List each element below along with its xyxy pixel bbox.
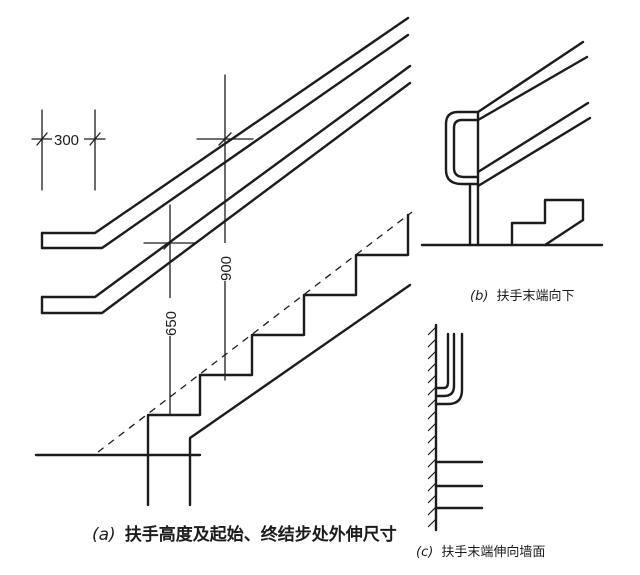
stair-soffit (188, 283, 412, 457)
caption-b-text: 扶手末端向下 (497, 288, 575, 304)
stair-steps (146, 213, 410, 457)
dim-300: 300 (31, 109, 106, 191)
upper-handrail (40, 16, 410, 250)
wall-hatching (427, 326, 437, 528)
nosing-line (97, 211, 413, 453)
dim-650: 650 (143, 204, 197, 416)
dim-300-label: 300 (54, 132, 79, 149)
caption-c-mark: (c) (416, 545, 433, 560)
caption-c: (c) 扶手末端伸向墙面 (416, 541, 545, 560)
caption-b-mark: (b) (470, 289, 488, 304)
dim-900-label: 900 (218, 256, 235, 281)
figure-a: 300 650 900 (a) 扶手高度及起始、终结步处外伸尺寸 (31, 16, 413, 545)
caption-b: (b) 扶手末端向下 (470, 285, 575, 304)
lower-handrail (40, 64, 412, 315)
dim-900: 900 (196, 74, 254, 381)
caption-c-text: 扶手末端伸向墙面 (441, 544, 545, 560)
figure-c: (c) 扶手末端伸向墙面 (416, 323, 545, 560)
dim-650-label: 650 (163, 311, 180, 336)
caption-a-text: 扶手高度及起始、终结步处外伸尺寸 (125, 524, 397, 545)
caption-a-mark: (a) (92, 525, 116, 545)
figure-b: (b) 扶手末端向下 (420, 40, 604, 304)
caption-a: (a) 扶手高度及起始、终结步处外伸尺寸 (92, 524, 397, 545)
